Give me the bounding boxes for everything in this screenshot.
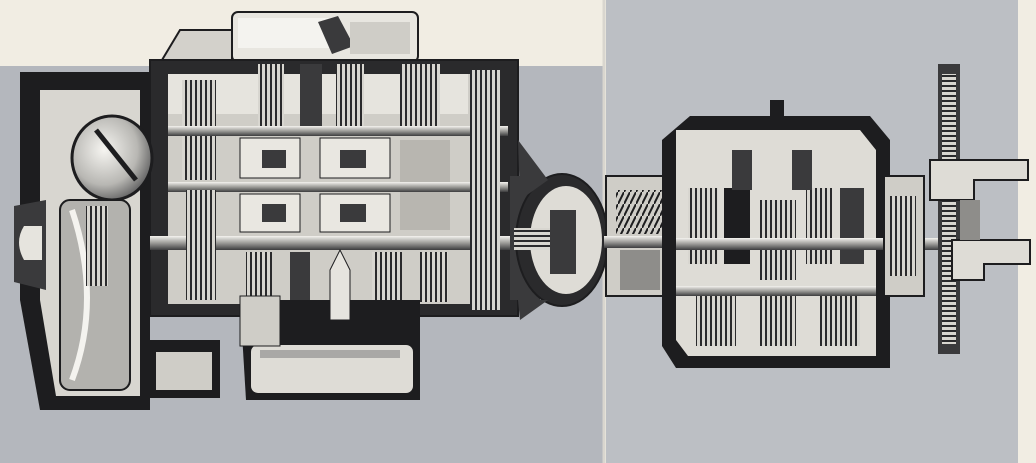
main-shaft <box>40 236 520 250</box>
transmission-cutaway <box>14 11 609 410</box>
transfer-case-cutaway <box>604 64 1031 368</box>
output-shaft <box>676 238 976 250</box>
transfer-gear <box>470 70 500 310</box>
